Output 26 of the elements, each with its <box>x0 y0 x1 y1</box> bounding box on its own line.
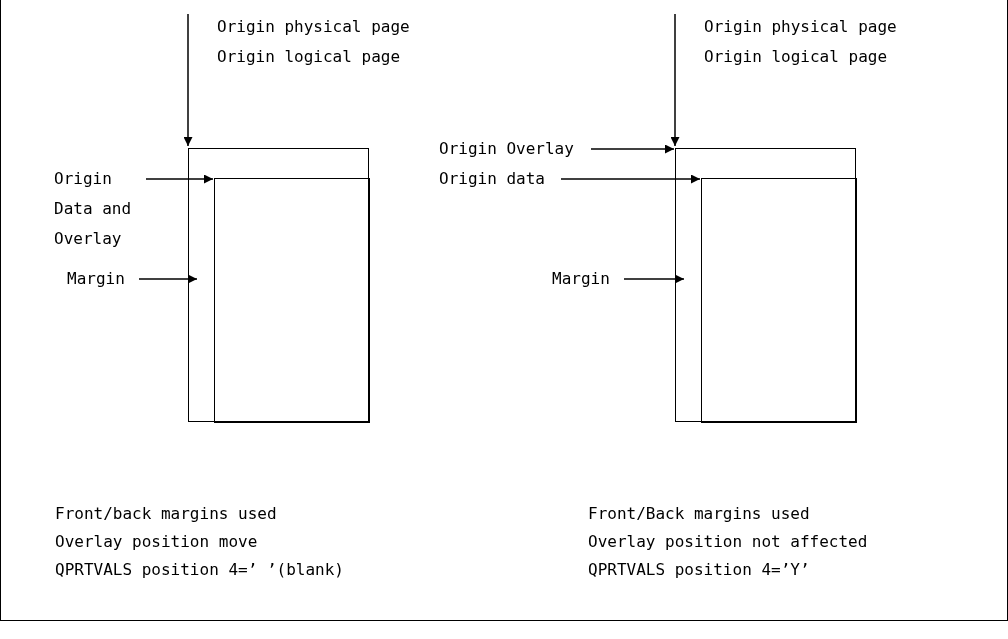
note-text: Overlay position move <box>55 531 258 553</box>
callout-label: Origin logical page <box>217 46 402 68</box>
leader-arrow <box>623 274 685 284</box>
data-area-outline <box>214 178 370 423</box>
callout-label: Margin <box>67 268 126 290</box>
leader-arrow <box>670 13 680 147</box>
note-text: Front/back margins used <box>55 503 277 525</box>
page-outline <box>188 148 369 422</box>
callout-label: Origin data <box>439 168 546 190</box>
data-area-outline <box>701 178 857 423</box>
callout-label: Origin physical page <box>704 16 897 38</box>
callout-label: Origin logical page <box>704 46 889 68</box>
callout-label: Origin Overlay <box>439 138 575 160</box>
leader-arrow <box>138 274 198 284</box>
leader-arrow <box>145 174 214 184</box>
callout-label: Margin <box>552 268 611 290</box>
leader-arrow <box>183 13 193 147</box>
note-text: QPRTVALS position 4=’Y’ <box>588 559 810 581</box>
note-text: Front/Back margins used <box>588 503 810 525</box>
leader-arrow <box>560 174 701 184</box>
note-text: QPRTVALS position 4=’ ’(blank) <box>55 559 344 581</box>
note-text: Overlay position not affected <box>588 531 868 553</box>
page-outline <box>675 148 856 422</box>
callout-label: Origin physical page <box>217 16 410 38</box>
leader-arrow <box>590 144 675 154</box>
callout-label: Origin Data and Overlay <box>54 168 133 250</box>
